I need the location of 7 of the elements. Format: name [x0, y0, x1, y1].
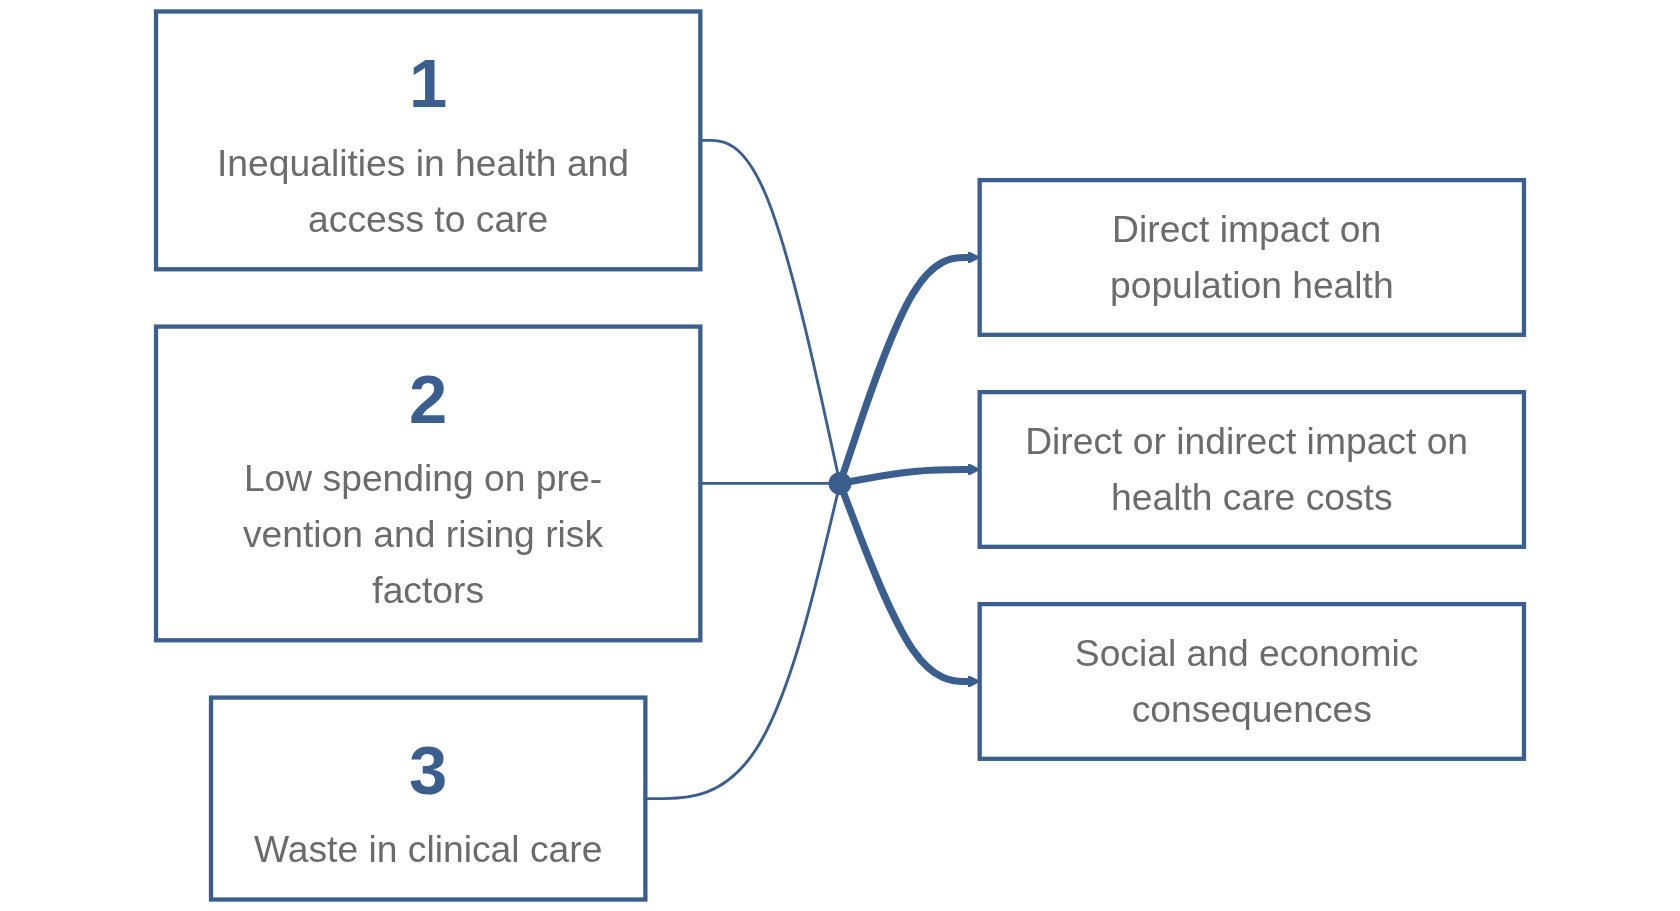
node-box: Direct impact on population health	[977, 177, 1527, 337]
node-box: 3 Waste in clinical care	[208, 695, 648, 902]
node-box: 1 Inequalities in health and access to care	[153, 9, 703, 272]
node-box: Social and economic consequences	[977, 601, 1527, 761]
node-circle	[828, 471, 852, 495]
node-box: 2 Low spending on pre- vention and rising risk factors	[153, 324, 703, 643]
node-box: Direct or indirect impact on health care costs	[977, 389, 1527, 549]
